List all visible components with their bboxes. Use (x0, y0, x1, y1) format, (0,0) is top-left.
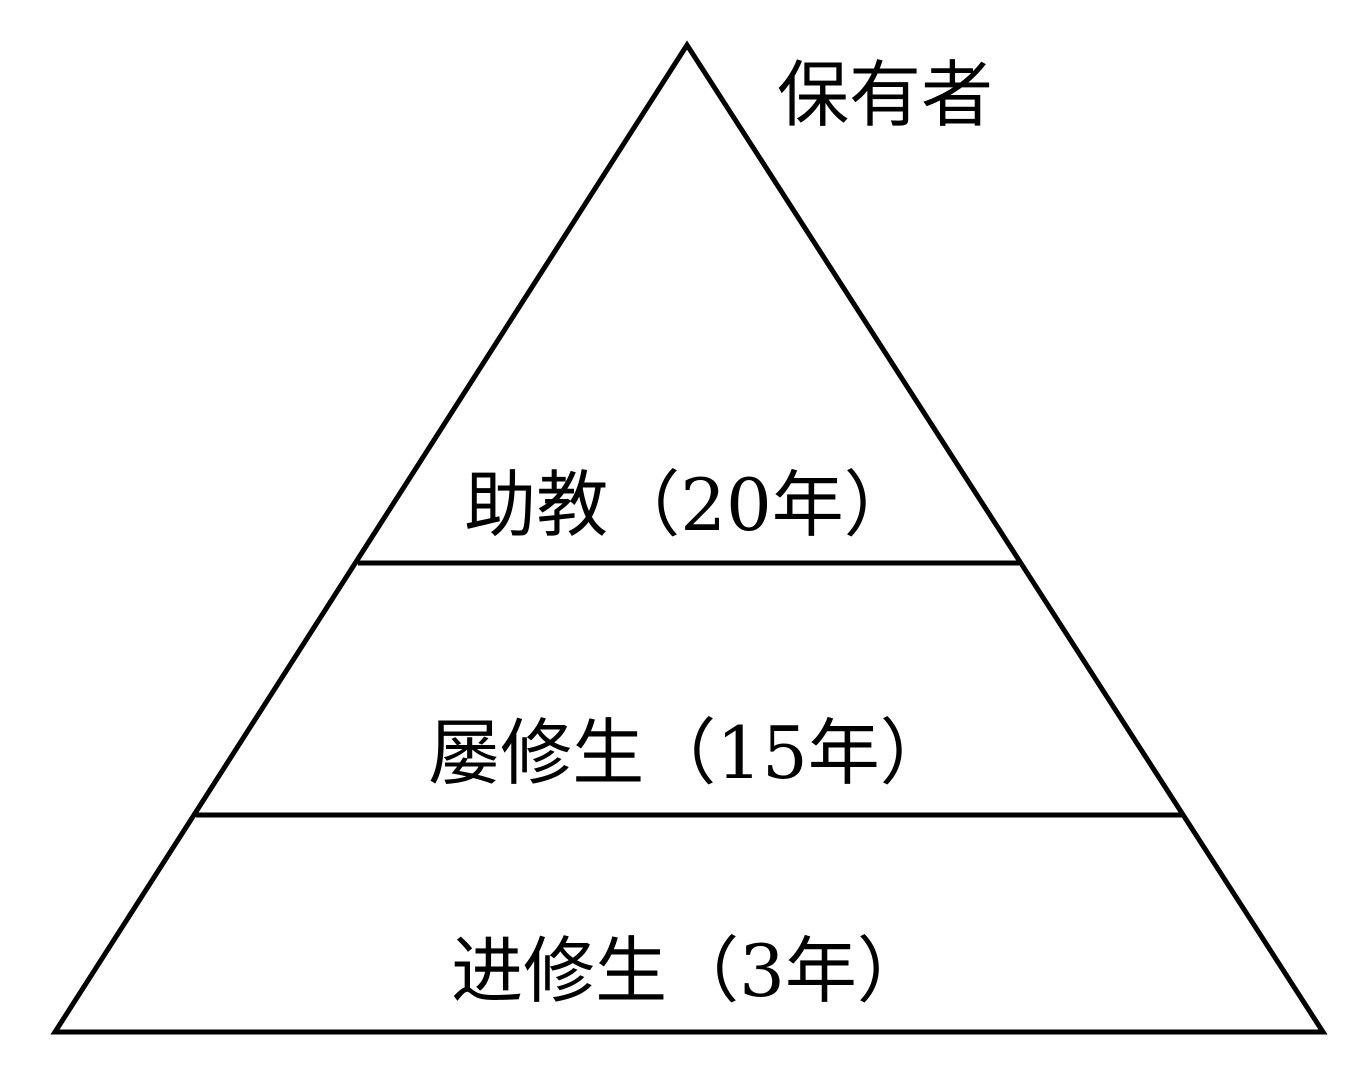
pyramid-outline (50, 40, 1328, 1035)
tier-label-repeat-student: 屡修生（15年） (428, 711, 952, 795)
tier-label-trainee: 进修生（3年） (451, 929, 929, 1013)
apex-label: 保有者 (777, 53, 993, 137)
tier-label-assistant: 助教（20年） (464, 463, 916, 547)
